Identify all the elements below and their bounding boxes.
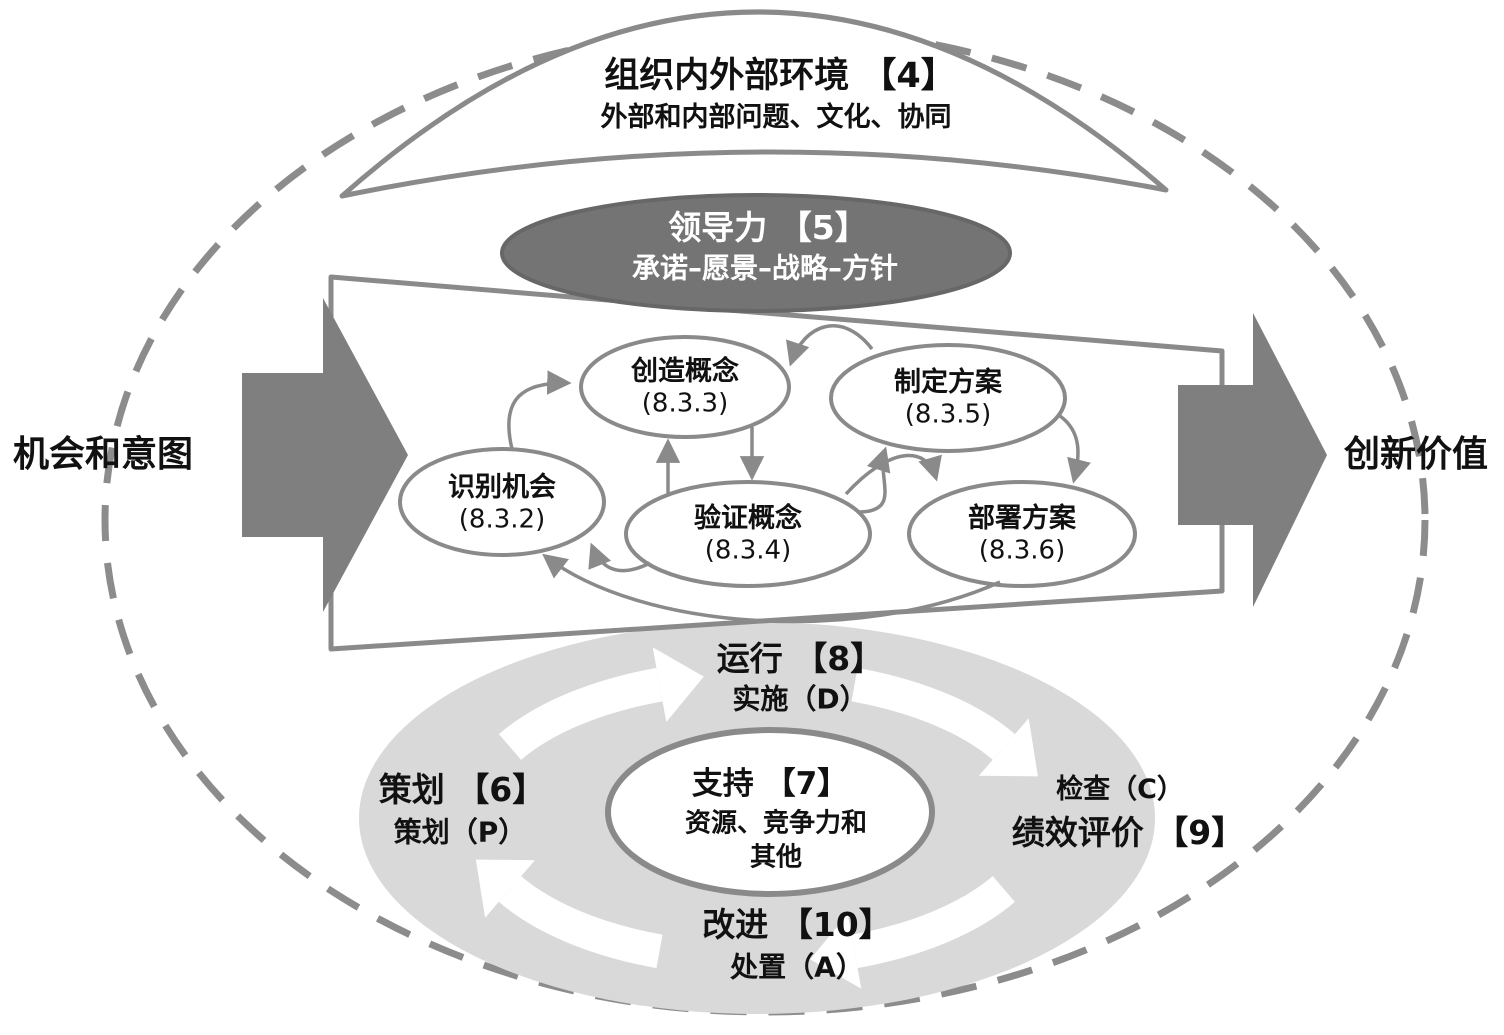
support-circle [605,727,935,897]
environment-arc-band [339,9,1169,199]
arrow-develop-to-create [785,324,874,367]
leadership-subtitle: 承诺–愿景–战略–方针 [631,251,899,285]
process-ellipse-develop [829,343,1067,453]
improvement-subtitle: 处置（A） [730,950,864,984]
input-arrow-icon [242,298,408,612]
ring-arrow-bottom-right-head-icon [810,914,862,989]
environment-title: 组织内外部环境 【4】 [604,55,956,96]
evaluation-check-label: 检查（C） [1056,774,1184,806]
process-deploy-clause: (8.3.6) [978,535,1066,566]
support-line2: 资源、竞争力和 [684,808,868,839]
ring-arrow-top-right-icon [851,667,1015,761]
arrow-validate-to-deploy [844,453,942,496]
arrow-validate-to-develop [857,446,891,514]
support-line3: 其他 [749,842,803,873]
process-develop-clause: (8.3.5) [904,399,992,430]
process-ellipse-identify [398,447,606,557]
arrow-develop-to-deploy [1058,414,1091,484]
improvement-title: 改进 【10】 [702,904,892,944]
process-validate-name: 验证概念 [694,503,802,535]
planning-subtitle: 策划（P） [393,815,527,849]
environment-subtitle: 外部和内部问题、文化、协同 [600,102,952,134]
ring-arrow-top-left-head-icon [652,647,704,722]
ring-arrow-bottom-left-icon [498,875,663,969]
leadership-ellipse [500,193,1012,313]
process-identify-name: 识别机会 [448,472,556,504]
pdca-rotation-arrows [475,647,1038,989]
process-develop-name: 制定方案 [894,367,1002,399]
process-validate-clause: (8.3.4) [704,535,792,566]
input-label: 机会和意图 [12,434,194,476]
process-deploy-name: 部署方案 [968,503,1076,535]
process-create-clause: (8.3.3) [641,388,729,419]
output-arrow-icon [1178,313,1327,607]
ring-arrow-top-left-icon [498,667,663,761]
leadership-title: 领导力 【5】 [668,207,868,247]
arrow-deploy-to-identify-feedback [542,553,1001,624]
support-title: 支持 【7】 [691,765,849,802]
operation-subtitle: 实施（D） [732,682,868,716]
planning-title: 策划 【6】 [378,769,546,809]
arrow-validate-to-identify [588,542,651,573]
arrow-identify-to-create [507,370,572,450]
process-ellipse-create [579,335,791,439]
process-identify-clause: (8.3.2) [458,504,546,535]
output-label: 创新价值 [1343,434,1489,476]
ring-arrow-bottom-left-head-icon [475,859,535,918]
operation-title: 运行 【8】 [716,638,884,678]
evaluation-title: 绩效评价 【9】 [1011,812,1245,852]
process-create-name: 创造概念 [631,356,739,388]
process-ellipse-validate [624,480,872,588]
process-ellipse-deploy [907,480,1137,588]
ring-arrow-top-right-head-icon [978,718,1038,777]
ring-arrow-bottom-right-icon [851,875,1015,969]
